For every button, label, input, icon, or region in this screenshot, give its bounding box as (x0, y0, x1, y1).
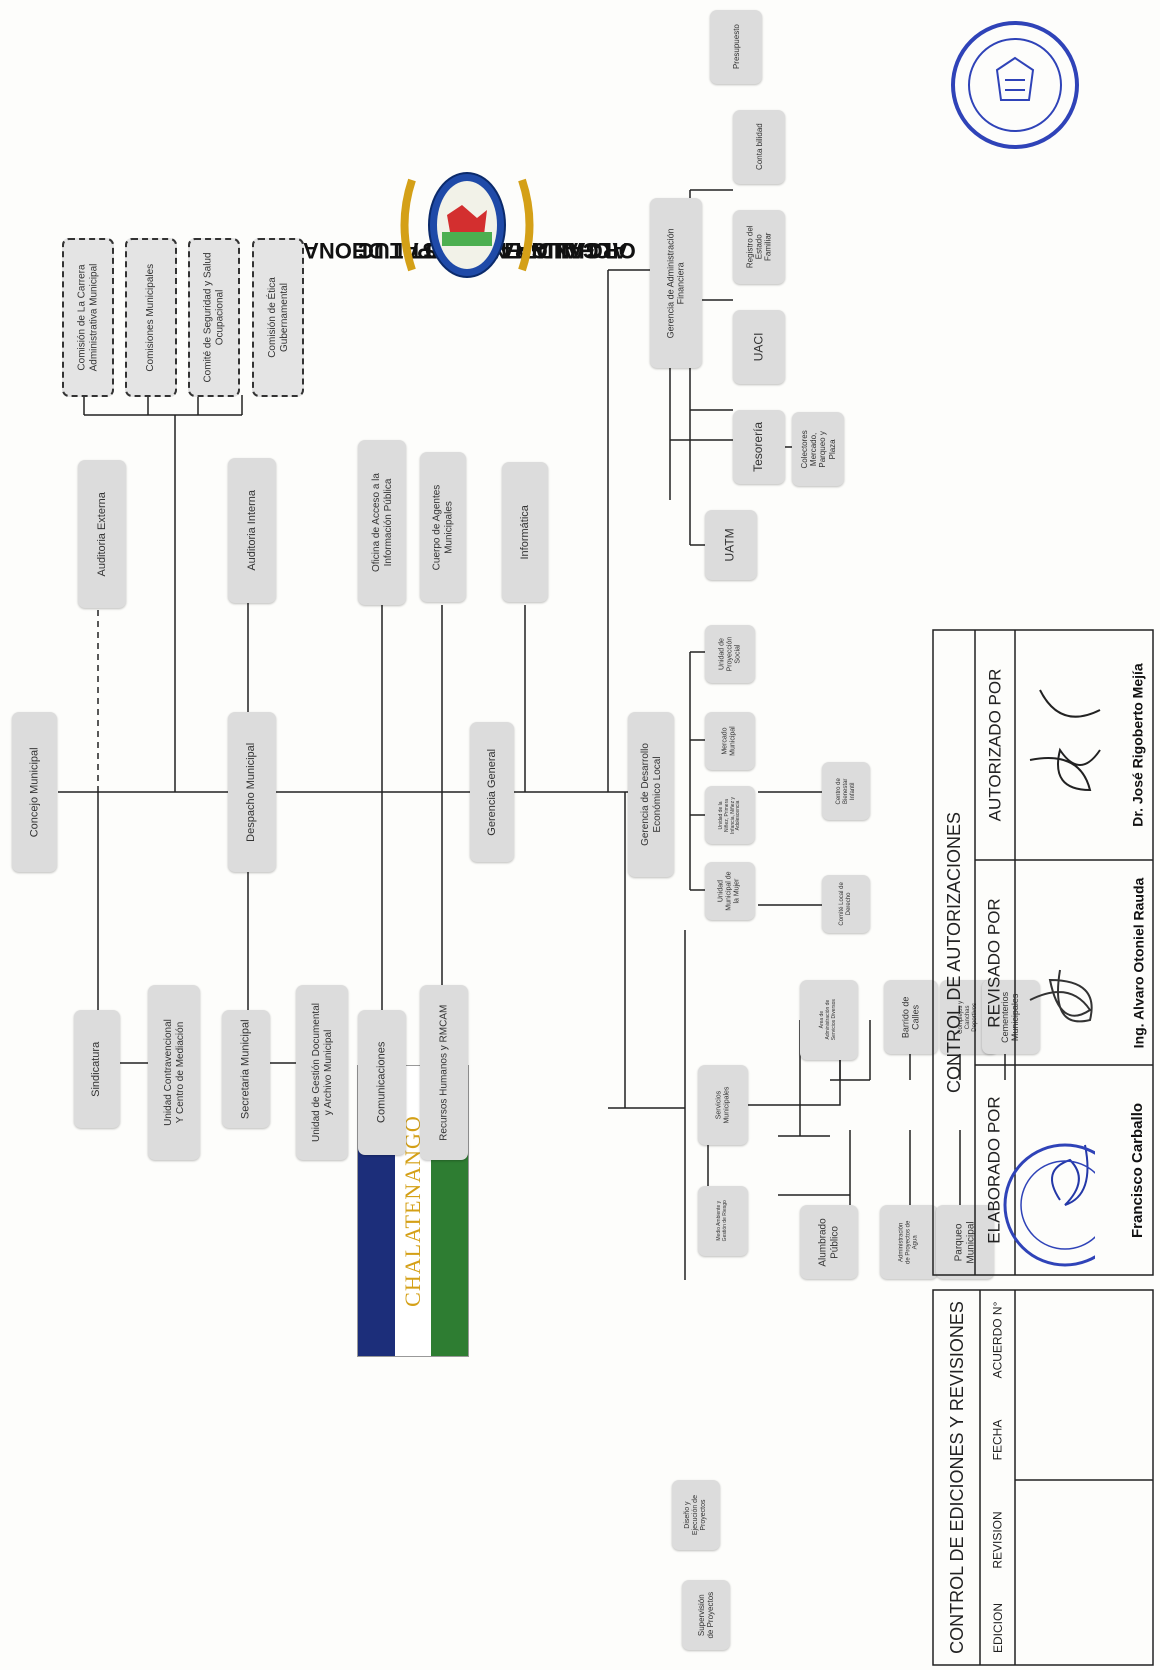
node-uatm: UATM (705, 510, 757, 580)
node-informatica: Informática (502, 462, 548, 602)
node-comunicaciones: Comunicaciones (358, 1010, 406, 1155)
node-gerencia-general: Gerencia General (470, 722, 514, 862)
ediciones-col-fecha: FECHA (990, 1419, 1005, 1461)
node-unidad-mujer: Unidad Municipal de la Mujer (705, 862, 755, 920)
node-unidad-primera-infancia: Unidad de la Niñez, Primera Infancia, Ni… (705, 786, 755, 844)
node-tesoreria: Tesorería (733, 410, 785, 484)
node-auditoria-externa: Auditoria Externa (78, 460, 126, 608)
node-administracion-agua: Administración de Proyectos de Agua (880, 1205, 938, 1279)
node-cementerios: Cementerios Municipales (982, 980, 1040, 1054)
node-mercado: Mercado Municipal (705, 712, 755, 770)
ediciones-col-edicion: EDICION (990, 1602, 1005, 1653)
node-gerencia-admin-financiera: Gerencia de Administración Financiera (650, 198, 702, 368)
node-comite-local: Comité Local de Derecho (822, 875, 870, 933)
node-registro-familiar: Registro del Estado Familiar (733, 210, 785, 284)
node-recursos-humanos: Recursos Humanos y RMCAM (420, 985, 468, 1160)
node-servicios-municipales: Servicios Municipales (698, 1065, 748, 1145)
node-concejo: Concejo Municipal (12, 712, 57, 872)
node-unidad-contravencional: Unidad Contravencional Y Centro de Media… (148, 985, 200, 1160)
ediciones-title: CONTROL DE EDICIONES Y REVISIONES (947, 1301, 967, 1654)
node-contabilidad: Conta bilidad (733, 110, 785, 184)
node-comision-carrera: Comisión de La Carrera Administrativa Mu… (62, 238, 114, 397)
node-secretaria: Secretaria Municipal (222, 1010, 270, 1128)
alcaldia-stamp (1003, 1143, 1095, 1267)
node-unidad-proyeccion: Unidad de Proyección Social (705, 625, 755, 683)
node-area-servicios-diversos: Área de Administración de Servicios Dive… (800, 980, 858, 1060)
node-uaci: UACI (733, 310, 785, 384)
node-comisiones-municipales: Comisiones Municipales (125, 238, 177, 397)
node-oficina-acceso: Oficina de Acceso a la Información Públi… (358, 440, 406, 605)
node-gerencia-desarrollo: Gerencia de Desarrollo Económico Local (628, 712, 674, 877)
node-supervision: Supervisión de Proyectos (682, 1580, 730, 1650)
node-cuerpo-agentes: Cuerpo de Agentes Municipales (420, 452, 466, 602)
node-sindicatura: Sindicatura (74, 1010, 120, 1128)
municipal-crest-icon (400, 172, 534, 278)
ediciones-col-revision: REVISION (990, 1511, 1005, 1569)
node-comision-etica: Comisión de Ética Gubernamental (252, 238, 304, 397)
node-despacho: Despacho Municipal (228, 712, 276, 872)
node-parqueo: Parqueo Municipal (936, 1205, 994, 1279)
node-comite-seguridad: Comité de Seguridad y Salud Ocupacional (188, 238, 240, 397)
node-medio-ambiente: Medio Ambiente y Gestión de Riesgo (698, 1186, 748, 1256)
node-diseno-ejecucion: Diseño y Ejecución de Proyectos (672, 1480, 720, 1550)
node-colectores: Colectores Mercado, Parqueo y Plaza (792, 412, 844, 486)
node-unidad-gestion-documental: Unidad de Gestión Documental y Archivo M… (296, 985, 348, 1160)
node-centro-bienestar: Centro de Bienestar Infantil (822, 762, 870, 820)
node-alumbrado: Alumbrado Público (800, 1205, 858, 1279)
node-presupuesto: Presupuesto (710, 10, 762, 84)
node-auditoria-interna: Auditoria Interna (228, 458, 276, 603)
municipal-seal-stamp (951, 21, 1079, 149)
node-barrido: Barrido de Calles (884, 980, 938, 1054)
ediciones-col-acuerdo: ACUERDO N° (990, 1301, 1005, 1379)
